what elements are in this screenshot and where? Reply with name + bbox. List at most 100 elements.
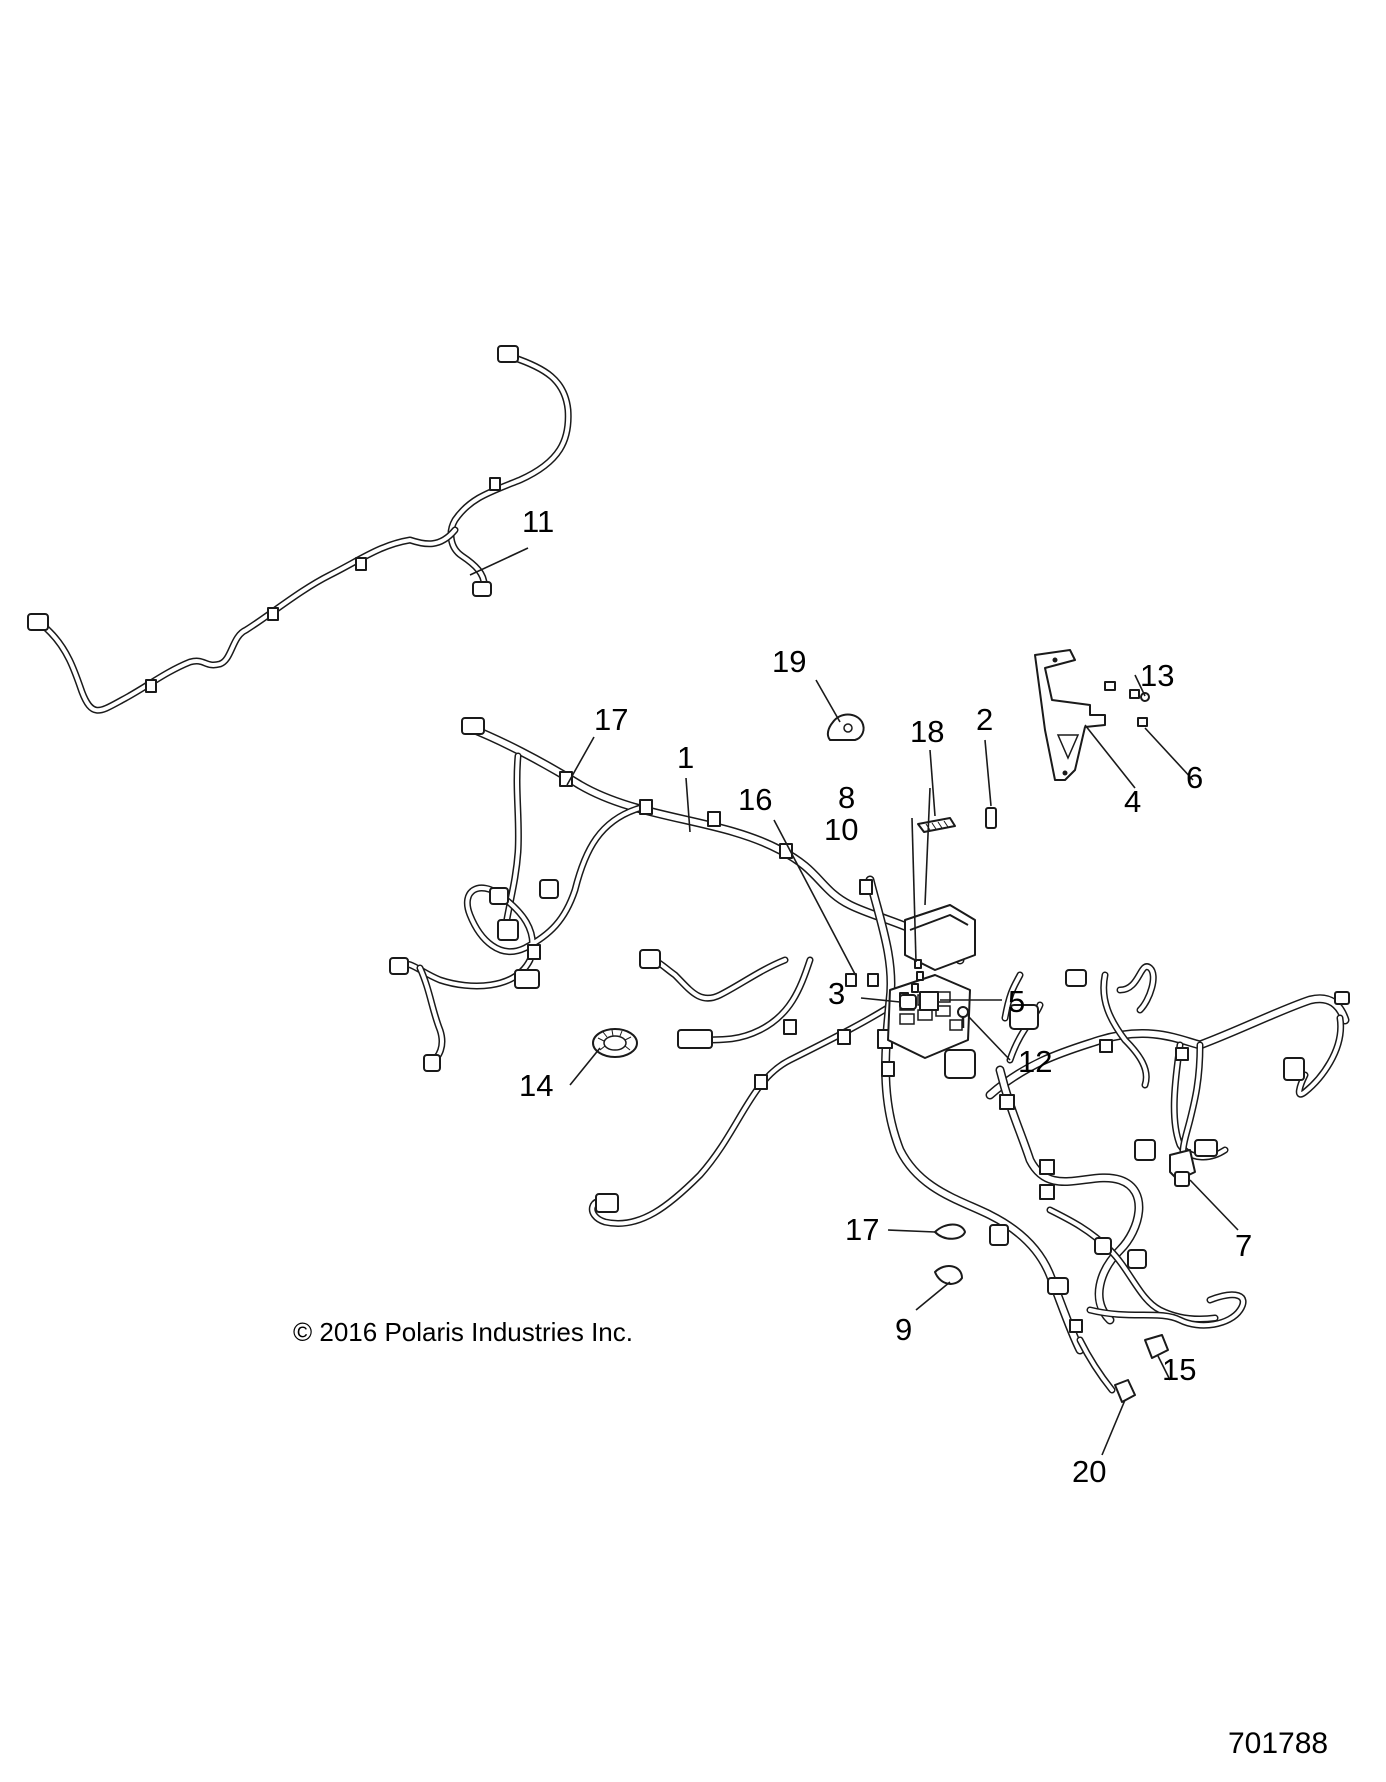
bracket-icon [1034,649,1106,781]
connector-icon [1094,1237,1112,1255]
clip-icon [1175,1047,1189,1061]
connector-icon [1134,1139,1156,1161]
clip-icon [489,477,501,491]
clip-icon [355,557,367,571]
callout-19: 19 [772,644,806,679]
callout-11: 11 [522,504,554,539]
fuse-puller-icon [985,807,997,829]
callout-20: 20 [1072,1454,1106,1489]
bolt-icon [1140,692,1150,702]
nut-icon [1137,717,1148,727]
connector-icon [989,1224,1009,1246]
clip-part-17 [934,1223,966,1240]
mini-fuse-icon [914,959,922,969]
callout-7: 7 [1235,1228,1252,1263]
drawing-number: 701788 [1228,1727,1328,1760]
switch-part-7 [1169,1149,1196,1187]
retainer-part-3 [899,994,917,1010]
clip-icon [859,879,873,895]
callout-2: 2 [976,702,993,737]
callout-12: 12 [1018,1044,1052,1079]
callout-18: 18 [910,714,944,749]
main-harness-part-1 [389,717,1350,1394]
screw-icon [957,1006,969,1018]
connector-icon [1194,1139,1218,1157]
connector-icon [472,581,492,597]
connector-icon [1334,991,1350,1005]
callout-14: 14 [519,1068,553,1103]
clip-icon [527,944,541,960]
callout-9: 9 [895,1312,912,1347]
rear-harness-part-11 [27,345,572,714]
connector-icon [1283,1057,1305,1081]
grommet-part-14 [592,1028,638,1058]
bracket-part-4 [1034,649,1106,781]
connector-icon [389,957,409,975]
connector-icon [461,717,485,735]
clip-icon [934,1223,966,1240]
callout-8: 8 [838,780,855,815]
clip-icon [145,679,157,693]
retainer-icon [899,994,917,1010]
connector-icon [539,879,559,899]
clip-icon [1039,1184,1055,1200]
clip-icon [707,811,721,827]
clip-icon [754,1074,768,1090]
terminal-part-20 [1114,1379,1136,1403]
callout-15: 15 [1162,1352,1196,1387]
mini-fuse-icon [916,971,924,981]
connector-icon [497,345,519,363]
callout-1: 1 [677,740,694,775]
connector-icon [1144,1334,1169,1359]
fuse-icon [867,973,879,987]
clip-icon [267,607,279,621]
clip-part-9 [934,1265,963,1285]
connector-icon [944,1049,976,1079]
connector-icon [1009,1004,1039,1030]
connector-icon [1065,969,1087,987]
fasteners-parts-6-13 [1104,681,1150,727]
fuse-label-icon [917,817,956,833]
clip-icon [934,1265,963,1285]
nut-icon [1104,681,1116,691]
clip-icon [1039,1159,1055,1175]
clip-icon [881,1061,895,1077]
connector-icon [27,613,49,631]
connector-icon [489,887,509,905]
harness-clips [527,771,1189,1333]
fuse-icon [845,973,857,987]
clamp-part-19 [826,713,865,741]
connector-icon [639,949,661,969]
clip-icon [1099,1039,1113,1053]
connector-icon [677,1029,713,1049]
clip-icon [999,1094,1015,1110]
connector-icon [1127,1249,1147,1269]
connector-icon [514,969,540,989]
callout-13: 13 [1140,658,1174,693]
nut-icon [1129,689,1140,699]
callout-5: 5 [1008,984,1025,1019]
clip-icon [837,1029,851,1045]
connector-icon [1047,1277,1069,1295]
callout-17-top: 17 [594,702,628,737]
callout-16: 16 [738,782,772,817]
mini-fuse-icon [911,983,919,993]
connector-part-15 [1144,1334,1169,1359]
callout-labels: 11 17 1 19 18 2 8 10 16 5 12 13 6 4 3 14… [519,504,1252,1489]
callout-17-lower: 17 [845,1212,879,1247]
harness-connectors [389,717,1350,1295]
leader-lines [469,547,1239,1456]
copyright-notice: © 2016 Polaris Industries Inc. [293,1317,633,1347]
connector-icon [595,1193,619,1213]
clip-icon [639,799,653,815]
connector-icon [497,919,519,941]
relay-icon [919,991,939,1011]
clip-icon [1069,1319,1083,1333]
terminal-icon [1114,1379,1136,1403]
clip-icon [783,1019,797,1035]
callout-6: 6 [1186,760,1203,795]
callout-10: 10 [824,812,858,847]
callout-3: 3 [828,976,845,1011]
callout-4: 4 [1124,784,1141,819]
